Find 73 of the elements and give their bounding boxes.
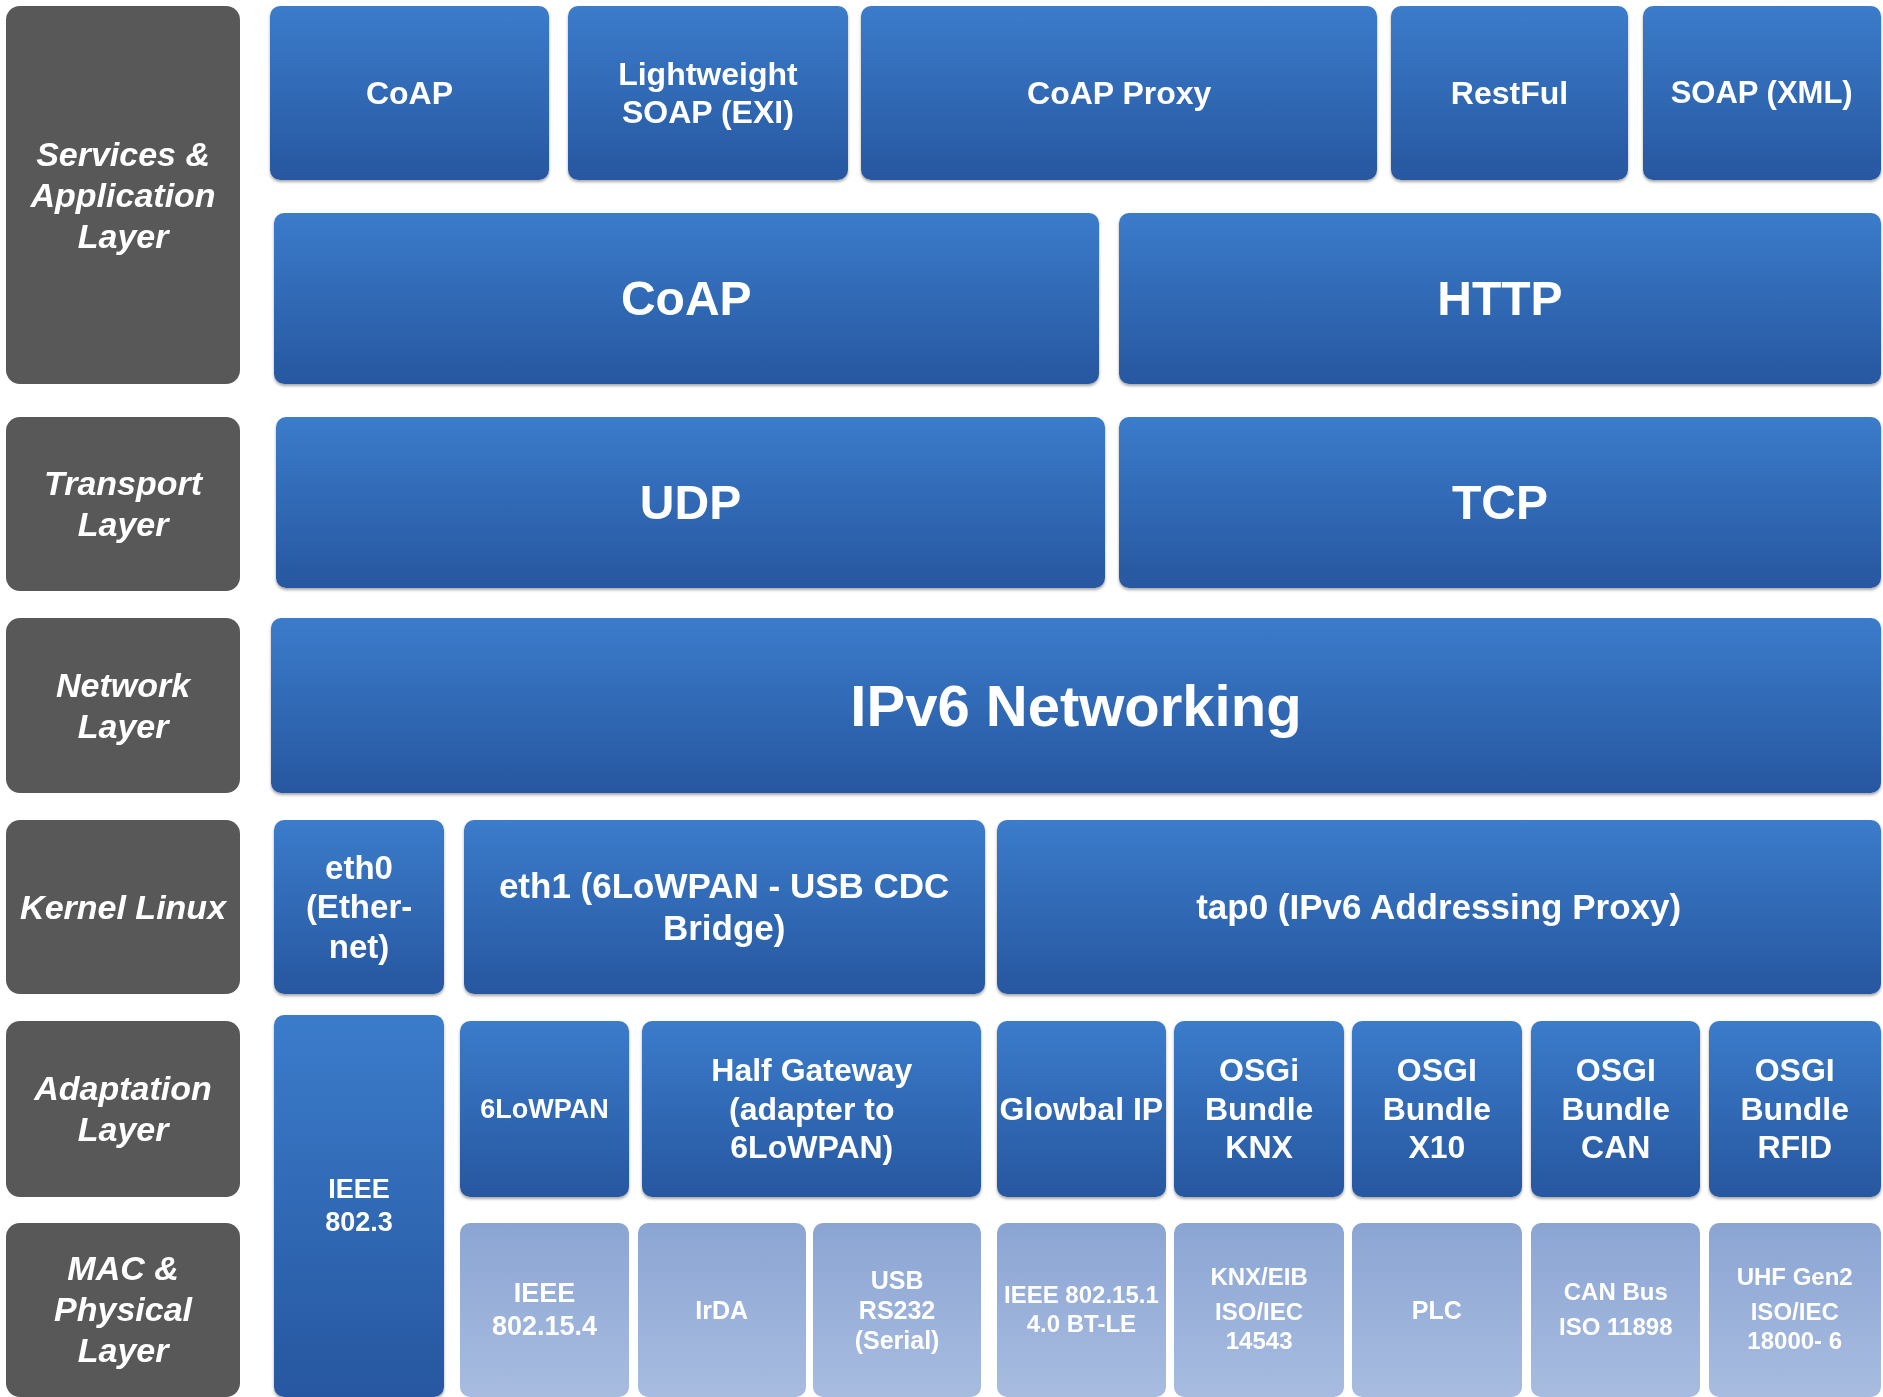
physical-protocol-box [996,1222,1167,1397]
box-label: PLC [1411,1294,1462,1325]
protocol-box [642,1020,982,1198]
layer-label-box [6,618,241,793]
box-label: RestFul [1450,73,1569,113]
box-label: Kernel Linux [20,886,227,928]
physical-protocol-box [813,1222,982,1397]
layer-label-box [6,820,241,995]
protocol-box [273,820,445,995]
box-label: CoAP [365,73,454,113]
box-label: eth1 (6LoWPAN - USB CDC Bridge) [497,865,951,950]
box-label: HTTP [1437,270,1563,327]
physical-protocol-box [1708,1222,1881,1397]
box-label: Transport Layer [43,462,204,545]
layer-label-box [6,1020,241,1198]
box-label: TCP [1451,474,1548,531]
box-label: IEEE 802.15.1 4.0 BT-LE [1003,1280,1160,1339]
box-label: IrDA [695,1294,749,1325]
protocol-box [996,1020,1167,1198]
protocol-box [568,6,848,181]
box-label: Half Gateway (adapter to 6LoWPAN) [710,1051,914,1167]
protocol-box [1119,416,1881,589]
box-label: ISO/IEC 18000- 6 [1746,1298,1844,1356]
protocol-box [1352,1020,1522,1198]
box-label: IEEE 802.3 [324,1173,394,1239]
box-label: Glowbal IP [999,1089,1164,1129]
protocol-box [276,416,1105,589]
protocol-box [273,212,1099,385]
box-label: ISO/IEC 14543 [1214,1298,1305,1356]
protocol-box [271,618,1881,793]
box-label: eth0 (Ether- net) [304,847,414,967]
physical-protocol-box [1174,1222,1344,1397]
box-label: MAC & Physical Layer [53,1248,194,1371]
box-label: OSGi Bundle KNX [1203,1051,1315,1167]
physical-protocol-box [1531,1222,1701,1397]
protocol-box [463,820,985,995]
protocol-box [1174,1020,1344,1198]
box-label: ISO 11898 [1559,1312,1673,1342]
box-label: KNX/EIB [1210,1263,1308,1293]
box-label: CoAP Proxy [1027,73,1212,113]
box-label: OSGI Bundle RFID [1739,1051,1850,1167]
physical-protocol-box [1352,1222,1522,1397]
layer-label-box [6,6,241,385]
protocol-box [273,1014,445,1397]
protocol-box [1708,1020,1881,1198]
protocol-box [996,820,1881,995]
protocol-box [270,6,549,181]
box-label: SOAP (XML) [1670,74,1853,112]
box-label: OSGI Bundle X10 [1381,1051,1493,1167]
box-label: IEEE 802.15.4 [491,1277,599,1342]
protocol-box [459,1020,630,1198]
physical-protocol-box [637,1222,806,1397]
box-label: CoAP [620,270,752,327]
box-label: Adaptation Layer [32,1068,213,1150]
box-label: IPv6 Networking [850,671,1302,740]
box-label: CAN Bus [1563,1277,1668,1307]
box-label: UDP [639,474,742,531]
protocol-box [1642,6,1881,181]
box-label: OSGI Bundle CAN [1560,1051,1671,1167]
box-label: Services & Application Layer [29,133,217,257]
protocol-box [1119,212,1881,385]
protocol-box [1531,1020,1701,1198]
box-label: USB RS232 (Serial) [853,1264,941,1355]
layer-label-box [6,1222,241,1397]
protocol-box [1390,6,1629,181]
box-label: 6LoWPAN [480,1092,609,1126]
box-label: Network Layer [55,664,192,747]
layer-label-box [6,416,241,591]
box-label: tap0 (IPv6 Addressing Proxy) [1196,886,1682,929]
box-label: Lightweight SOAP (EXI) [617,54,799,132]
protocol-box [861,6,1378,181]
box-label: UHF Gen2 [1736,1263,1853,1293]
physical-protocol-box [459,1222,630,1397]
